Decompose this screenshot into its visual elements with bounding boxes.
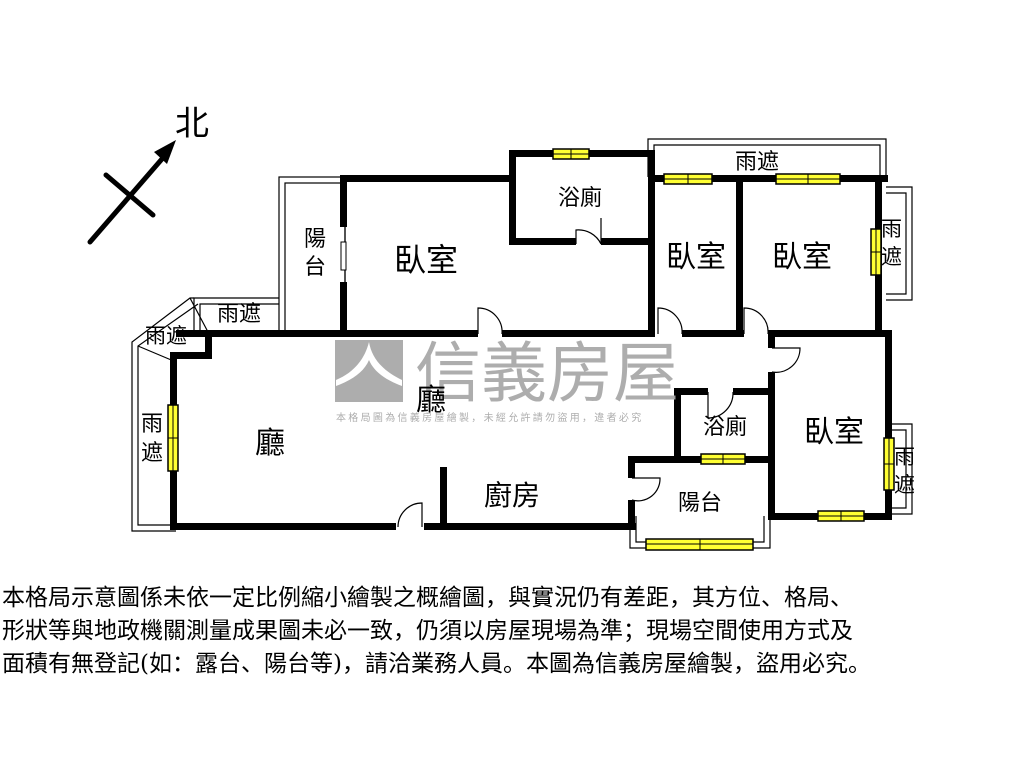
canopy-label-north: 雨遮 (735, 150, 779, 175)
canopy-label-northwest-top: 雨遮 (217, 302, 261, 327)
windows (167, 148, 895, 551)
canopy-label-east-upper-2: 遮 (881, 245, 902, 269)
canopy-label-northwest-corner: 雨遮 (145, 324, 187, 348)
canopy-label-east-lower-1: 雨 (894, 445, 915, 469)
door-swings (397, 218, 801, 528)
canopy-outlines (131, 138, 913, 549)
north-arrow-icon (87, 140, 176, 245)
watermark-brand: 信義房屋 (415, 335, 679, 412)
room-label-kitchen: 廚房 (484, 479, 540, 512)
canopy-label-east-upper-1: 雨 (881, 217, 902, 241)
room-label-master-bedroom: 臥室 (394, 241, 458, 279)
room-label-bath-2: 浴廁 (703, 415, 747, 440)
canopy-label-east-lower-2: 遮 (894, 473, 915, 497)
room-label-service-balcony: 陽台 (678, 491, 722, 516)
room-label-bedroom-4: 臥室 (804, 415, 864, 450)
room-label-bedroom-2: 臥室 (666, 240, 726, 275)
room-label-master-bath: 浴廁 (558, 186, 602, 211)
room-label-west-balcony-2: 台 (304, 255, 326, 280)
room-label-dining-room: 廳 (416, 383, 446, 418)
canopy-label-west-2: 遮 (141, 441, 163, 466)
brand-watermark: 信義房屋 本格局圖為信義房屋繪製，未經允許請勿盜用，違者必究 (335, 335, 679, 424)
canopy-label-west-1: 雨 (141, 412, 163, 437)
north-label: 北 (175, 104, 209, 144)
room-label-west-balcony-1: 陽 (304, 227, 326, 252)
disclaimer-text: 本格局示意圖係未依一定比例縮小繪製之概繪圖，與實況仍有差距，其方位、格局、 形狀… (2, 585, 871, 677)
room-label-living-room: 廳 (255, 426, 285, 461)
sliding-door-icon (340, 241, 347, 271)
floor-plan: 北 (87, 104, 915, 551)
watermark-notice: 本格局圖為信義房屋繪製，未經允許請勿盜用，違者必究 (336, 411, 644, 424)
room-label-bedroom-3: 臥室 (772, 240, 832, 275)
